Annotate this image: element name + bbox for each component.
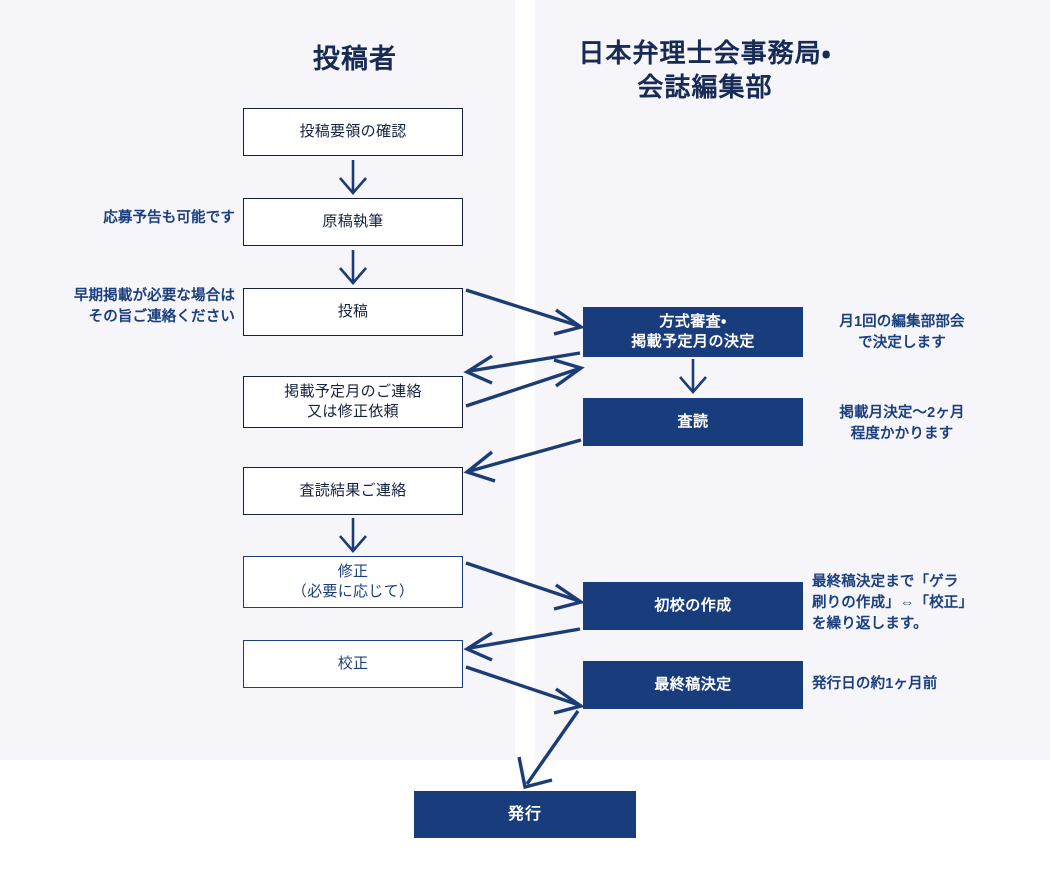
step-box-first-proof[interactable]: 初校の作成 <box>583 582 803 630</box>
step-box-manuscript-writing[interactable]: 原稿執筆 <box>243 198 463 246</box>
step-box-revision[interactable]: 修正 （必要に応じて） <box>243 556 463 608</box>
note-review-duration: 掲載月決定〜2ヶ月 程度かかります <box>839 405 965 443</box>
step-box-publication-month-notice[interactable]: 掲載予定月のご連絡 又は修正依頼 <box>243 376 463 428</box>
step-box-submit[interactable]: 投稿 <box>243 288 463 336</box>
note-advance-application: 応募予告も可能です <box>103 210 235 226</box>
step-box-peer-review[interactable]: 査読 <box>583 398 803 446</box>
column-title-office: 日本弁理士会事務局・ 会誌編集部 <box>578 38 832 103</box>
step-box-final-draft[interactable]: 最終稿決定 <box>583 661 803 709</box>
note-early-publication: 早期掲載が必要な場合は その旨ご連絡ください <box>73 288 235 326</box>
step-box-format-check[interactable]: 方式審査・ 掲載予定月の決定 <box>583 307 803 357</box>
note-one-month-before: 発行日の約1ヶ月前 <box>812 676 938 692</box>
note-proof-loop: 最終稿決定まで「ゲラ 刷りの作成」⇔「校正」 を繰り返します。 <box>812 574 974 633</box>
office-column-panel <box>535 0 1050 760</box>
step-box-proofreading[interactable]: 校正 <box>243 640 463 688</box>
step-box-review-result-notice[interactable]: 査読結果ご連絡 <box>243 467 463 515</box>
column-title-author: 投稿者 <box>312 44 398 74</box>
step-box-submission-guidelines[interactable]: 投稿要領の確認 <box>243 108 463 156</box>
note-monthly-editorial-meeting: 月1回の編集部部会 で決定します <box>839 314 965 352</box>
step-box-publication[interactable]: 発行 <box>414 791 636 838</box>
